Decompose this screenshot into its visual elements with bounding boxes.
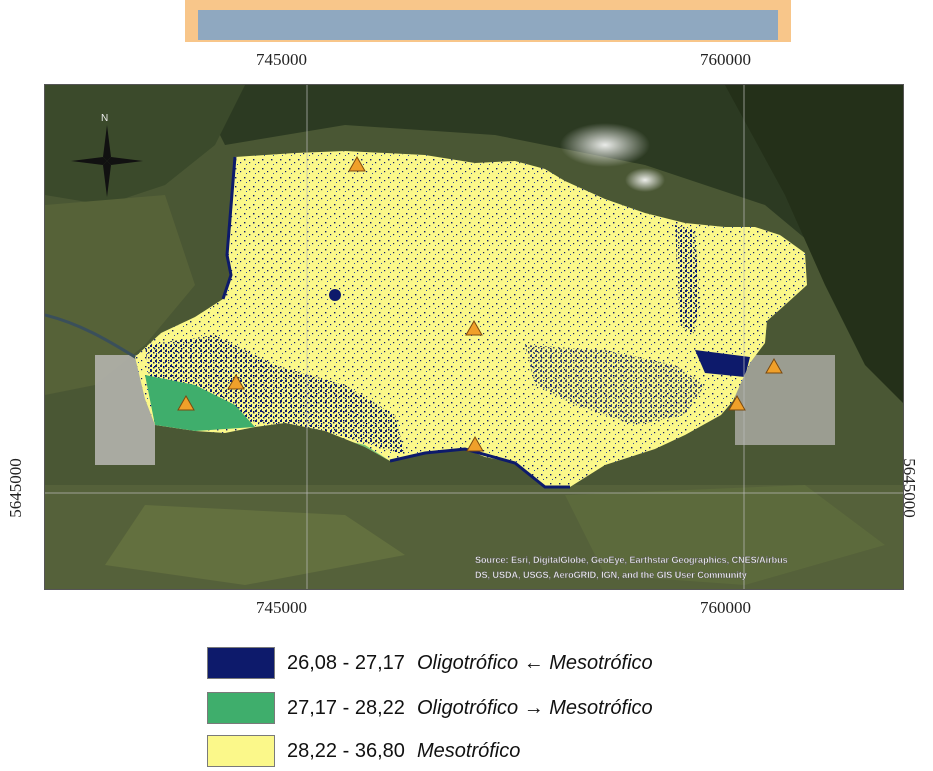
station-marker [348, 155, 366, 172]
north-arrow-icon: N [71, 113, 143, 197]
legend-range: 28,22 - 36,80 [287, 740, 405, 762]
forest-dark-north [195, 85, 903, 285]
station-marker [465, 319, 483, 336]
x-tick-bottom-745000: 745000 [256, 598, 307, 617]
title-banner [185, 0, 791, 42]
lake-shore-north-west [221, 156, 237, 300]
forest-dark-east [725, 85, 903, 403]
station-marker [728, 394, 746, 411]
cloud-2 [625, 168, 665, 192]
map-frame[interactable]: N Source: Esri, DigitalGlobe, GeoEye, Ea… [44, 84, 904, 590]
legend-range: 26,08 - 27,17 [287, 652, 405, 674]
x-tick-top-760000: 760000 [700, 50, 751, 69]
cloud-1 [560, 123, 650, 167]
station-marker [177, 394, 195, 411]
urban-area-east [735, 355, 835, 445]
class-oligo-meso-west [145, 375, 255, 431]
station-marker [466, 435, 484, 452]
legend-label: Mesotrófico [417, 740, 521, 762]
fields-southeast [565, 485, 885, 585]
y-tick-left-5645000: 5645000 [5, 458, 25, 518]
legend-swatch [207, 735, 275, 767]
title-banner-fill [198, 10, 778, 40]
class-dense-center-south [525, 345, 705, 425]
legend-label: Oligotrófico → Mesotrófico [417, 697, 653, 719]
sampling-stations [177, 155, 783, 452]
legend-swatch [207, 692, 275, 724]
class-dense-east-stripe [675, 225, 700, 335]
fields-south-light [105, 505, 405, 585]
x-tick-bottom-760000: 760000 [700, 598, 751, 617]
legend-swatch [207, 647, 275, 679]
map-canvas: N Source: Esri, DigitalGlobe, GeoEye, Ea… [45, 85, 903, 589]
forest-northwest [45, 85, 245, 205]
fields-west [45, 195, 195, 395]
lake-shore-south [389, 447, 570, 489]
x-tick-top-745000: 745000 [256, 50, 307, 69]
legend-label: Oligotrófico ← Mesotrófico [417, 652, 653, 674]
station-marker [765, 357, 783, 374]
attribution-line-1: Source: Esri, DigitalGlobe, GeoEye, Eart… [475, 555, 788, 565]
river [45, 313, 141, 362]
legend-range: 27,17 - 28,22 [287, 697, 405, 719]
class-speckle-north [245, 205, 295, 285]
class-dense-west [145, 335, 405, 455]
class-dark-spot [329, 289, 341, 301]
station-marker [227, 373, 245, 390]
north-arrow-label: N [101, 113, 108, 124]
attribution-line-2: DS, USDA, USGS, AeroGRID, IGN, and the G… [475, 570, 747, 580]
class-dark-inlet [695, 350, 750, 377]
